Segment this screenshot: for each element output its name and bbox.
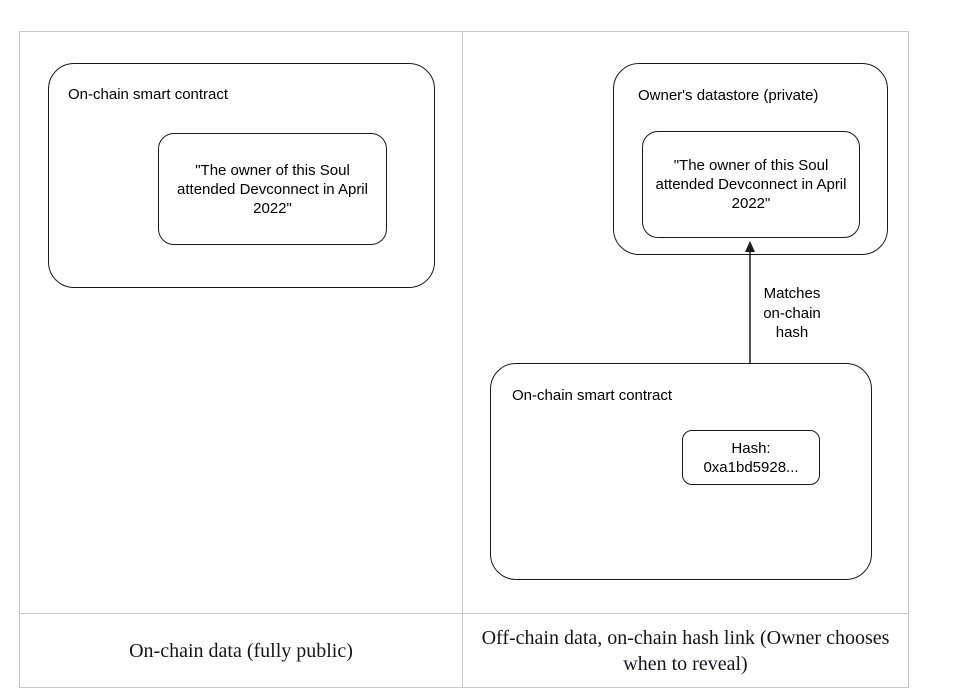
- hash-box: Hash: 0xa1bd5928...: [682, 430, 820, 485]
- on-chain-contract-label-left: On-chain smart contract: [68, 86, 229, 103]
- hash-line: 0xa1bd5928...: [703, 458, 799, 476]
- row-divider: [19, 613, 909, 614]
- claim-box-left: "The owner of this Soul attended Devconn…: [158, 133, 387, 245]
- claim-line: attended Devconnect in April: [655, 176, 847, 193]
- claim-box-right: "The owner of this Soul attended Devconn…: [642, 131, 860, 238]
- caption-right-text: Off-chain data, on-chain hash link (Owne…: [481, 626, 890, 675]
- claim-text-left: "The owner of this Soul attended Devconn…: [177, 161, 368, 218]
- claim-line: 2022": [731, 195, 771, 212]
- owners-datastore-label: Owner's datastore (private): [638, 87, 819, 104]
- claim-line: "The owner of this Soul: [673, 157, 829, 174]
- caption-left-text: On-chain data (fully public): [129, 639, 353, 662]
- arrow-label-line: Matches: [763, 285, 821, 302]
- caption-left: On-chain data (fully public): [20, 614, 462, 687]
- arrow-label: Matches on-chain hash: [753, 284, 831, 343]
- claim-line: 2022": [253, 199, 292, 217]
- caption-right: Off-chain data, on-chain hash link (Owne…: [463, 614, 908, 687]
- arrow-label-line: on-chain: [763, 304, 821, 322]
- hash-line: Hash:: [731, 439, 771, 457]
- on-chain-contract-label-right: On-chain smart contract: [512, 387, 673, 404]
- arrow-label-line: hash: [775, 324, 809, 341]
- hash-text: Hash: 0xa1bd5928...: [703, 439, 798, 477]
- claim-line: "The owner of this Soul: [195, 161, 350, 179]
- claim-text-right: "The owner of this Soul attended Devconn…: [656, 156, 847, 213]
- column-divider: [462, 31, 463, 688]
- claim-line: attended Devconnect in April: [177, 180, 368, 198]
